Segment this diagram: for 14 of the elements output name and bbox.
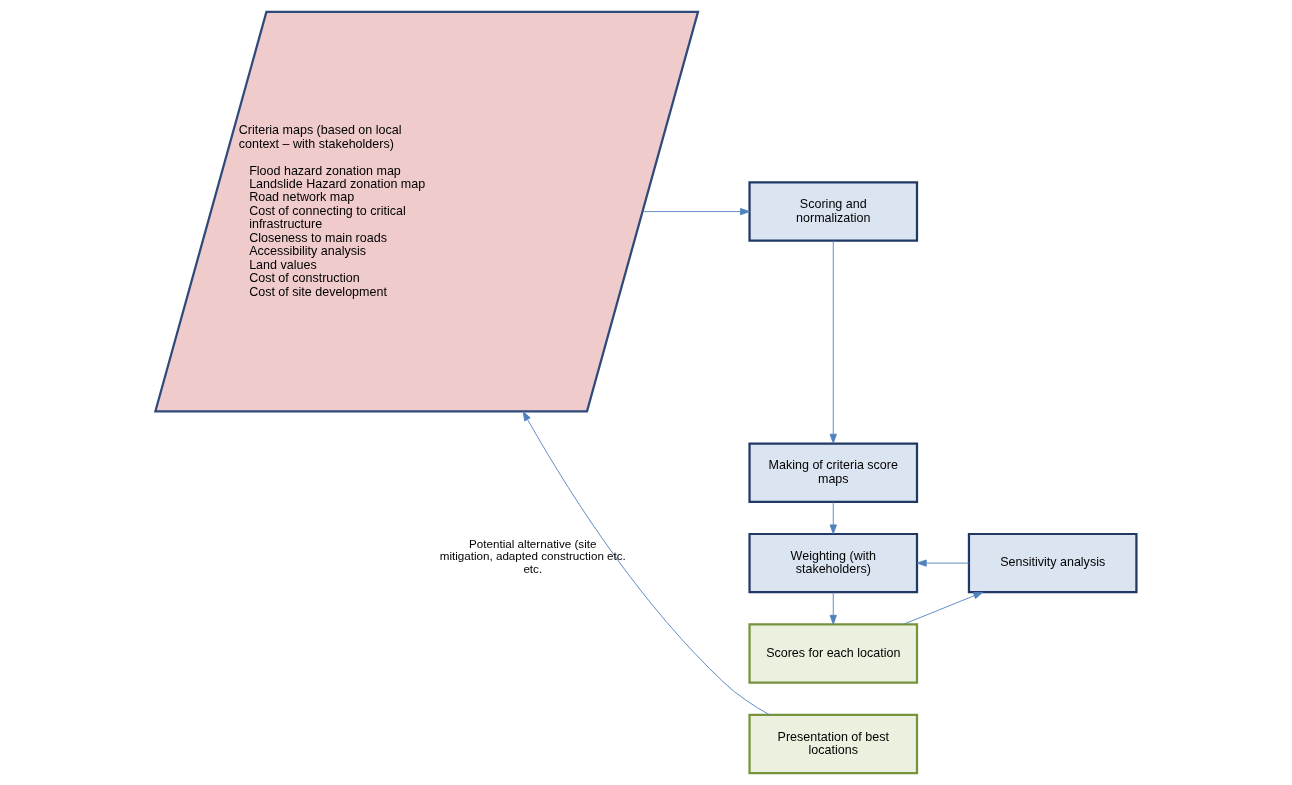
arrow [829,591,837,625]
node-box: Presentation of best locations [748,713,919,775]
node-box: Making of criteria score maps [748,442,919,503]
node-box: Sensitivity analysis [967,532,1138,594]
node-box: Scoring and normalization [748,181,919,242]
edge-label: Potential alternative (site mitigation, adapted construction etc. etc. [439,536,626,575]
arrow [916,559,970,567]
arrow [642,208,750,216]
arrow [829,240,837,444]
node-box: Scores for each location [748,623,919,684]
arrow [829,501,837,535]
arrow [522,411,770,716]
node-box: Weighting (with stakeholders) [748,532,919,594]
arrow [902,591,984,625]
